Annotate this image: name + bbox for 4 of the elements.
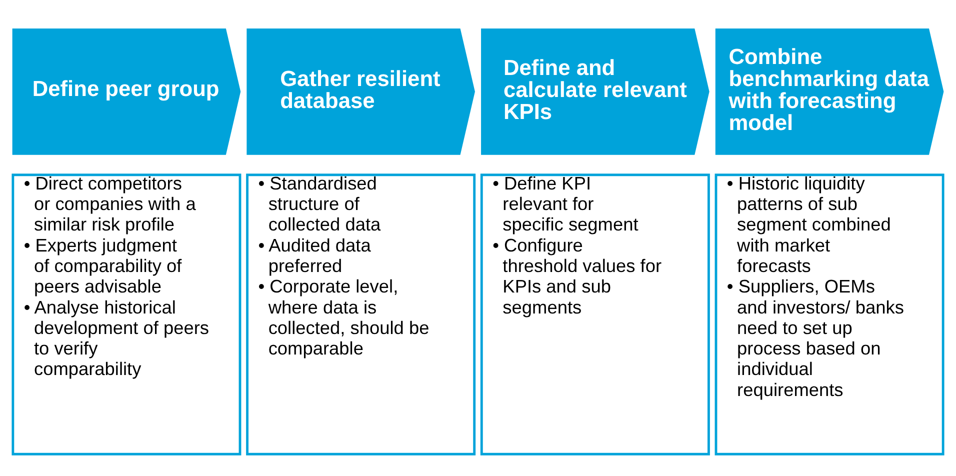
- node-box: • Direct competitors or companies with a similar risk profile • Experts judgment of comparability of peers advisable • Analyse historical development of peers to verify comparability: [12, 174, 242, 456]
- node-box: • Standardised structure of collected data • Audited data preferred • Corporate level, where data is collected, should be comparable: [246, 174, 476, 456]
- node-box: • Historic liquidity patterns of sub segment combined with market forecasts • Suppliers, OEMs and investors/ banks need to set up process based on individual requirements: [714, 174, 944, 456]
- node-box: • Define KPI relevant for specific segment • Configure threshold values for KPIs and sub segments: [480, 174, 710, 456]
